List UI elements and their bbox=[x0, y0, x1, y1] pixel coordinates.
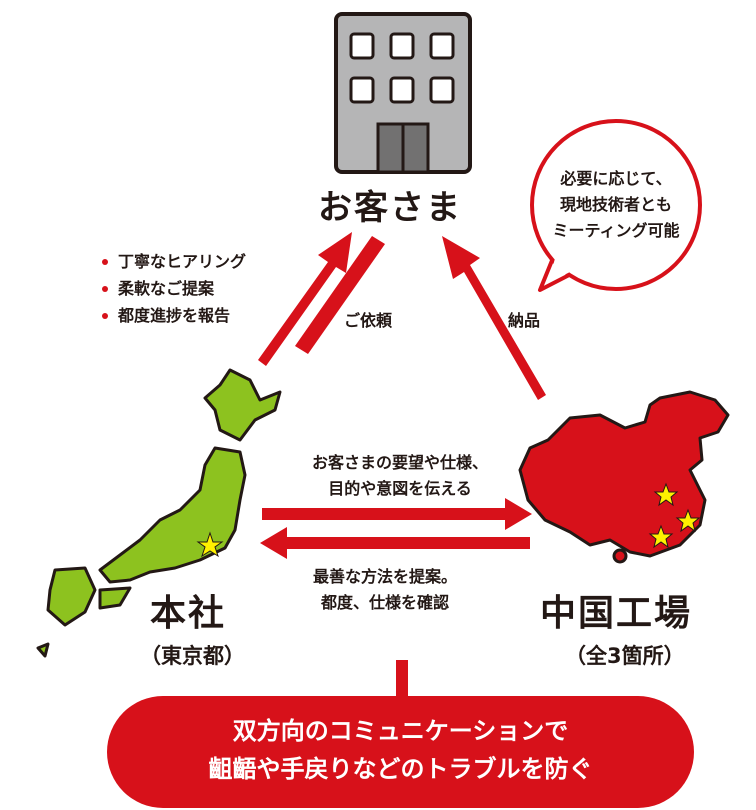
to-hq-line: 都度、仕様を確認 bbox=[320, 593, 449, 612]
bubble-line: ミーティング可能 bbox=[552, 221, 680, 240]
conclusion-banner: 双方向のコミュニケーションで 齟齬や手戻りなどのトラブルを防ぐ bbox=[107, 712, 694, 788]
arrow-to-hq bbox=[260, 527, 530, 559]
delivery-label: 納品 bbox=[508, 311, 541, 330]
request-arrows bbox=[258, 232, 385, 366]
factory-label: 中国工場 bbox=[540, 593, 693, 634]
to-factory-line: 目的や意図を伝える bbox=[328, 479, 472, 498]
conclusion-banner-bg bbox=[107, 696, 694, 808]
hq-label: 本社 bbox=[150, 593, 227, 634]
customer-label: お客さま bbox=[318, 188, 462, 228]
arrow-down-line bbox=[295, 236, 385, 354]
conclusion-line: 双方向のコミュニケーションで bbox=[232, 717, 569, 745]
feature-item: 都度進捗を報告 bbox=[100, 302, 246, 329]
bubble-text: 必要に応じて、 現地技術者とも ミーティング可能 bbox=[532, 166, 700, 244]
feature-list: 丁寧なヒアリング 柔軟なご提案 都度進捗を報告 bbox=[100, 248, 246, 329]
china-map bbox=[518, 390, 730, 564]
delivery-arrow bbox=[442, 236, 546, 400]
factory-count: （全3箇所） bbox=[565, 644, 685, 668]
hq-location: （東京都） bbox=[140, 644, 245, 668]
request-label: ご依頼 bbox=[344, 311, 393, 330]
to-hq-line: 最善な方法を提案。 bbox=[312, 567, 457, 586]
feature-item: 丁寧なヒアリング bbox=[100, 248, 246, 275]
connector-line bbox=[396, 660, 408, 700]
tokyo-star-icon bbox=[196, 531, 224, 558]
bubble-line: 必要に応じて、 bbox=[560, 169, 672, 188]
to-hq-text: 最善な方法を提案。 都度、仕様を確認 bbox=[285, 564, 485, 616]
bubble-line: 現地技術者とも bbox=[559, 195, 672, 214]
to-factory-line: お客さまの要望や仕様、 bbox=[311, 453, 488, 472]
factory-star-icons bbox=[648, 482, 701, 549]
arrow-to-factory bbox=[262, 498, 532, 530]
building-icon bbox=[334, 12, 472, 174]
feature-item: 柔軟なご提案 bbox=[100, 275, 246, 302]
to-factory-text: お客さまの要望や仕様、 目的や意図を伝える bbox=[280, 450, 520, 502]
conclusion-line: 齟齬や手戻りなどのトラブルを防ぐ bbox=[208, 755, 593, 783]
arrow-up-left bbox=[258, 232, 352, 366]
speech-bubble bbox=[530, 119, 702, 292]
